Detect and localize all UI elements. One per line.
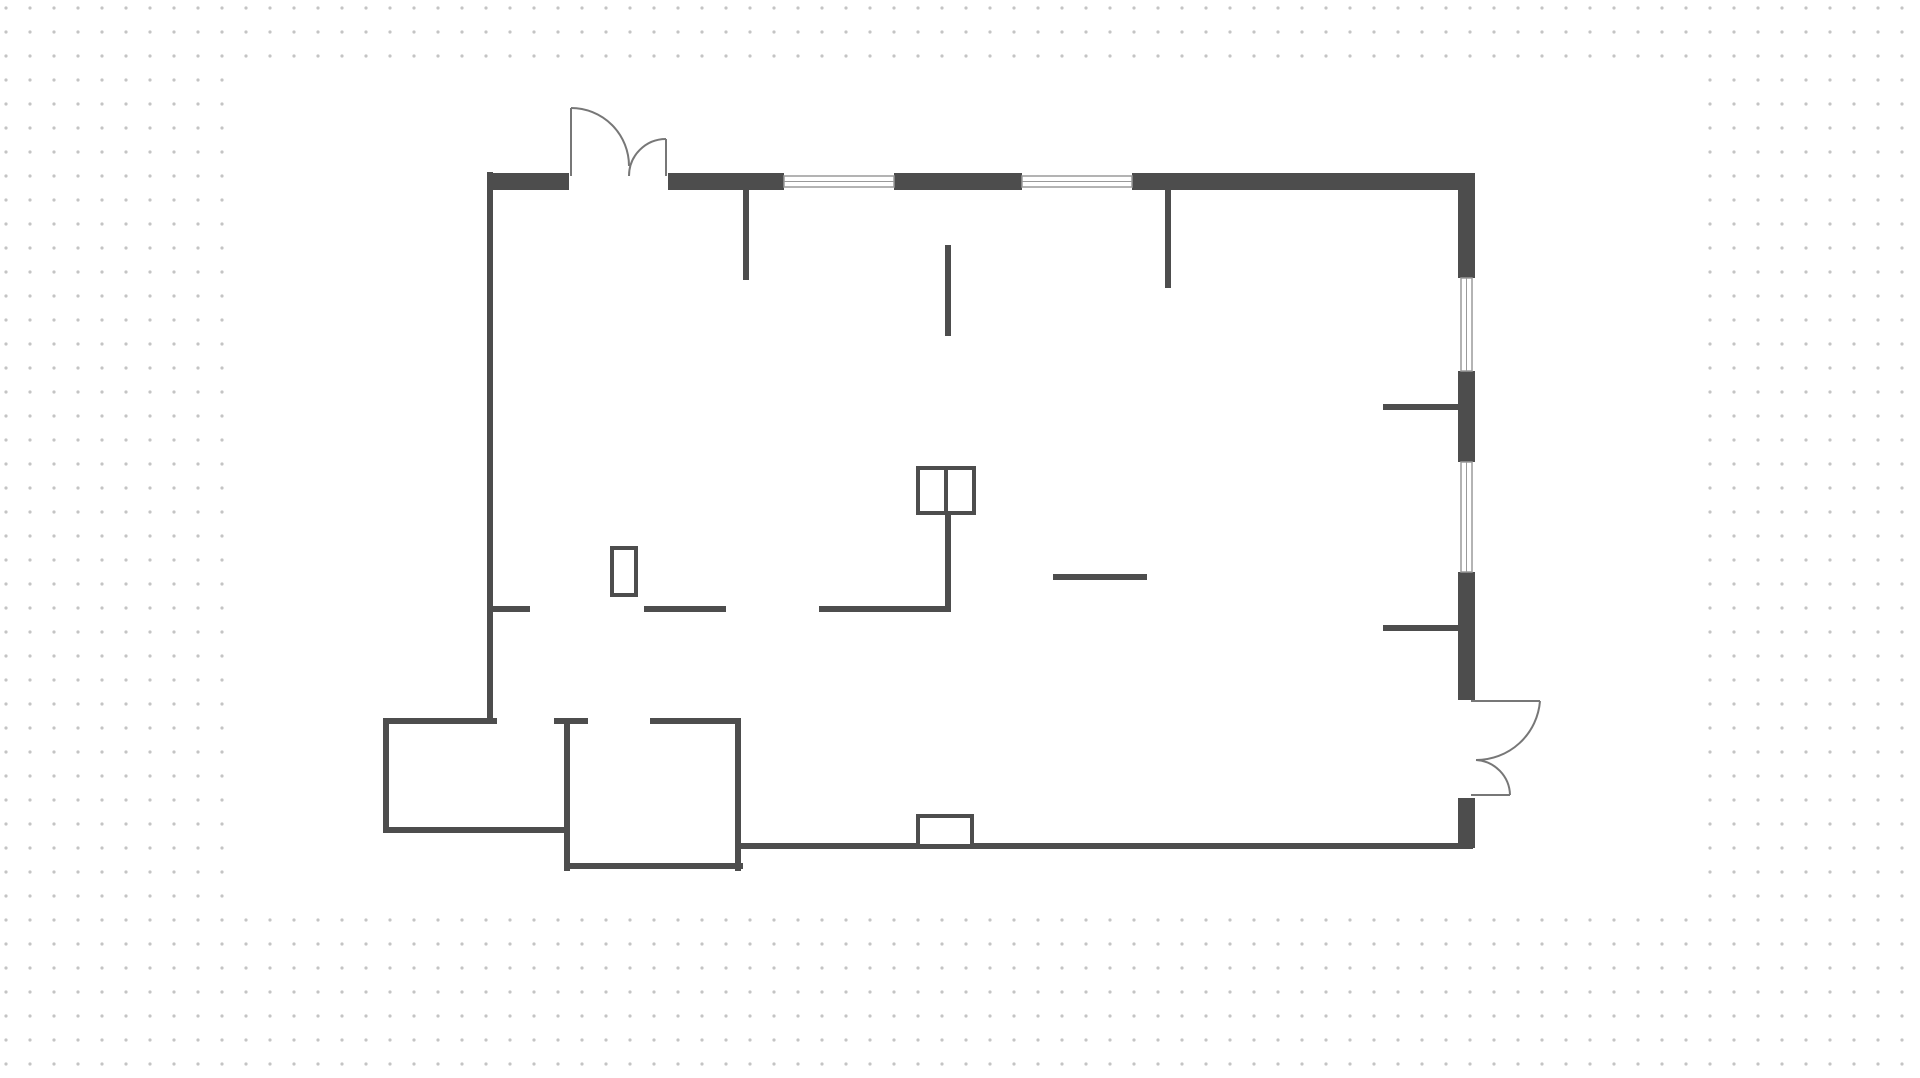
wall-right-3 xyxy=(1458,572,1475,700)
wall-top-mid-2 xyxy=(894,173,1022,190)
doors xyxy=(570,107,1541,796)
wall-right-4 xyxy=(1458,798,1475,848)
window-icon xyxy=(1021,175,1133,188)
interior-walls xyxy=(383,172,1473,871)
window-icon xyxy=(1460,461,1473,573)
wall-top-left xyxy=(487,173,569,190)
wall-top-right xyxy=(1132,173,1475,190)
door-swing-icon xyxy=(570,107,667,177)
window-icon xyxy=(1460,277,1473,372)
window-icon xyxy=(783,175,895,188)
wall-right-1 xyxy=(1458,173,1475,278)
column-left xyxy=(610,546,638,597)
wall-top-mid-1 xyxy=(668,173,784,190)
exterior-walls xyxy=(487,173,1475,848)
windows xyxy=(783,175,1473,573)
door-swing-icon xyxy=(1471,700,1541,796)
fixtures xyxy=(610,466,976,848)
niche-bottom xyxy=(916,814,974,848)
wall-right-2 xyxy=(1458,371,1475,462)
